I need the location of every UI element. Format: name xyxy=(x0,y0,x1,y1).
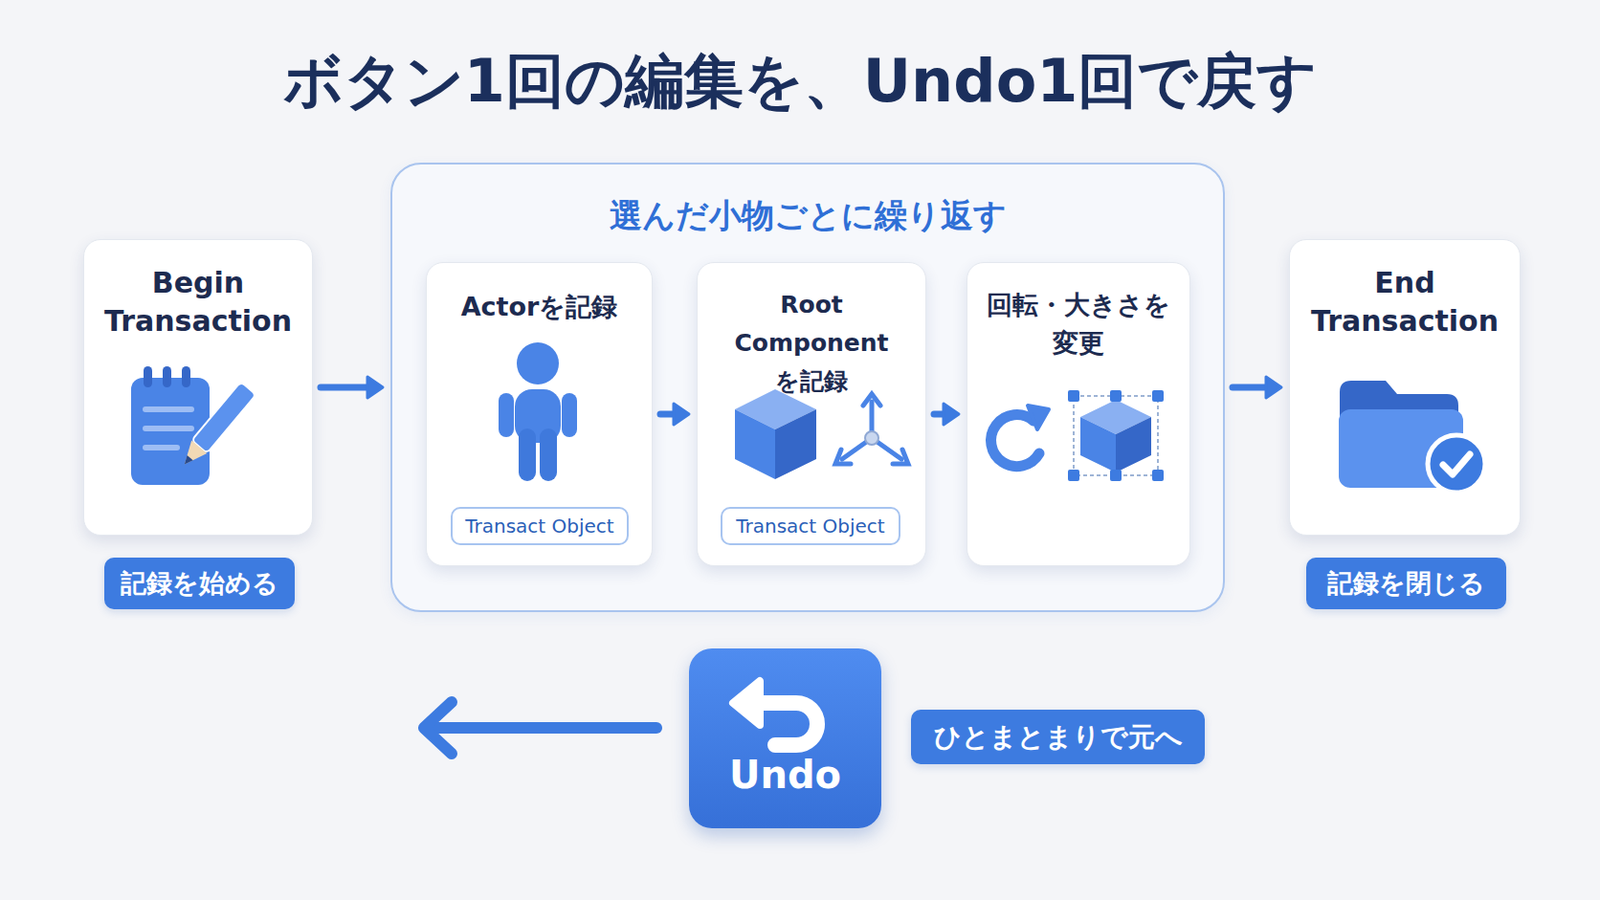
step-badge: 記録を始める xyxy=(104,557,295,610)
return-arrow-shaft xyxy=(426,722,657,734)
step-title: End Transaction xyxy=(1293,264,1516,341)
undo-note: ひとまとまりで元へ xyxy=(911,710,1205,765)
axis-head xyxy=(892,449,909,465)
arrow-shaft xyxy=(1232,384,1270,392)
rotate-icon xyxy=(991,405,1049,467)
axis-head xyxy=(863,394,881,406)
person-leg xyxy=(539,428,557,482)
cube-right xyxy=(1115,417,1152,473)
notepad-ring xyxy=(181,366,191,388)
cube-left xyxy=(1080,417,1116,473)
axis-line xyxy=(871,438,902,460)
notepad-line xyxy=(145,444,178,451)
folder-icon xyxy=(1338,380,1486,493)
step-title: Root Component を記録 xyxy=(701,286,922,401)
rotate-arc xyxy=(991,415,1040,467)
person-icon xyxy=(498,342,578,482)
flow-arrow xyxy=(320,377,383,399)
undo-head xyxy=(733,681,760,726)
cube-top xyxy=(1080,400,1152,435)
person-leg xyxy=(518,428,536,482)
step-title: 回転・大きさを 変更 xyxy=(971,286,1186,363)
axis-line xyxy=(842,438,872,460)
cube-right xyxy=(775,409,817,480)
pencil-tip xyxy=(177,440,208,471)
rotate-head xyxy=(1027,405,1049,430)
undo-symbol xyxy=(733,681,818,746)
folder-front xyxy=(1338,409,1464,489)
flow-arrow xyxy=(933,403,959,425)
return-arrow xyxy=(423,702,657,755)
scale-cube-icon xyxy=(1067,390,1164,482)
scale-handle xyxy=(1067,390,1080,402)
notepad-body xyxy=(131,377,210,486)
pencil-lead xyxy=(181,455,194,467)
axis-head xyxy=(835,449,851,465)
scale-handle xyxy=(1152,390,1164,402)
notepad-ring xyxy=(162,366,172,388)
axis-center xyxy=(865,431,879,445)
notepad-ring xyxy=(143,366,153,388)
step-badge: 記録を閉じる xyxy=(1306,557,1507,610)
undo-curve xyxy=(754,703,818,746)
person-torso xyxy=(514,389,561,444)
step-title: Begin Transaction xyxy=(88,264,309,341)
axis-gizmo xyxy=(835,394,909,465)
api-tag: Transact Object xyxy=(720,507,901,546)
person-head xyxy=(516,342,559,385)
arrow-shaft xyxy=(320,384,372,392)
step-card: End Transaction記録を閉じる xyxy=(1288,239,1521,536)
person-arm xyxy=(561,393,578,438)
undo-button: Undoひとまとまりで元へ xyxy=(688,648,882,829)
group-title: 選んだ小物ごとに繰り返す xyxy=(392,194,1223,237)
flow-arrow xyxy=(660,403,689,425)
step-card: 回転・大きさを 変更 xyxy=(966,262,1191,567)
flow-arrow xyxy=(1232,377,1282,399)
axis-line xyxy=(869,401,875,439)
arrow-shaft xyxy=(660,411,678,419)
arrow-head xyxy=(367,377,383,399)
step-card: Root Component を記録 Transact Object xyxy=(696,262,927,567)
step-card: Actorを記録 Transact Object xyxy=(425,262,653,567)
loop-group: 選んだ小物ごとに繰り返すActorを記録Transact ObjectRoot … xyxy=(390,162,1225,613)
return-arrow-head xyxy=(423,702,452,755)
check-mark xyxy=(1443,454,1470,475)
bounding-box xyxy=(1073,396,1158,476)
arrow-head xyxy=(673,403,689,425)
notepad-icon xyxy=(131,366,257,486)
diagram-title: ボタン1回の編集を、Undo1回で戻す xyxy=(0,44,1600,118)
step-title: Actorを記録 xyxy=(430,289,648,325)
scale-handle xyxy=(1110,390,1122,402)
scale-handle xyxy=(1152,469,1164,482)
check-badge xyxy=(1427,435,1486,493)
cube-top xyxy=(734,389,817,430)
scale-handle xyxy=(1110,469,1122,482)
cube-left xyxy=(734,409,776,480)
api-tag: Transact Object xyxy=(450,507,629,546)
person-arm xyxy=(498,393,514,438)
notepad-line xyxy=(145,406,192,413)
cube-icon xyxy=(734,389,817,480)
step-card: Begin Transaction記録を始める xyxy=(83,239,313,536)
notepad-line xyxy=(145,425,192,432)
pencil-body xyxy=(191,381,257,454)
arrow-head xyxy=(1266,377,1282,399)
pencil-icon xyxy=(177,381,257,471)
undo-label: Undo xyxy=(688,752,882,799)
arrow-shaft xyxy=(933,411,948,419)
scale-handle xyxy=(1067,469,1080,482)
arrow-head xyxy=(943,403,959,425)
folder-back xyxy=(1339,380,1459,479)
